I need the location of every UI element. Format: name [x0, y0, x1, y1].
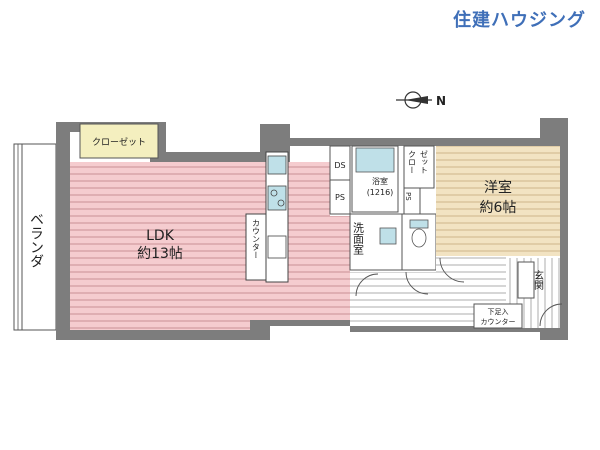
- ps-left-label: PS: [335, 193, 345, 202]
- ds-label: DS: [334, 161, 345, 170]
- shoe-counter-label-a: 下足入: [488, 308, 509, 316]
- ldk-size: 約13帖: [137, 246, 183, 262]
- bath-label: 浴室: [372, 176, 388, 186]
- fridge-icon: [267, 235, 287, 259]
- ldk-name: LDK: [146, 228, 175, 244]
- ldk-room: LDK 約13帖: [70, 162, 350, 330]
- veranda: ベランダ: [13, 143, 57, 331]
- shoe-counter: 下足入 カウンター: [473, 303, 523, 329]
- washbasin-icon: [379, 227, 397, 245]
- shoe-counter-label-b: カウンター: [481, 317, 516, 326]
- counter-label: カウンター: [252, 219, 261, 259]
- wash-room: 洗面室: [349, 213, 403, 271]
- closet-right: クロー ゼット PS: [403, 145, 435, 215]
- brand-logo: 住建ハウジング: [453, 10, 586, 31]
- western-name: 洋室: [484, 179, 512, 196]
- bath-size: (1216): [367, 188, 394, 197]
- ps-right-label: PS: [404, 192, 412, 201]
- closet2-label-b: ゼット: [420, 150, 429, 174]
- closet2-label-a: クロー: [408, 150, 417, 174]
- closet-left: クローゼット: [79, 123, 159, 159]
- compass-icon: N: [396, 91, 446, 109]
- kitchen-counter: カウンター: [245, 151, 289, 283]
- stove-icon: [267, 185, 287, 211]
- bathtub-icon: [355, 147, 395, 173]
- western-size: 約6帖: [480, 200, 517, 216]
- toilet-icon: [411, 228, 427, 248]
- bathroom: 浴室 (1216): [351, 145, 399, 213]
- ds-ps-shafts: DS PS: [329, 145, 351, 215]
- toilet: [401, 213, 437, 271]
- sink-icon: [267, 155, 287, 175]
- western-room: 洋室 約6帖: [436, 146, 560, 256]
- compass-label: N: [436, 94, 446, 108]
- entrance-label: 玄関: [532, 269, 544, 291]
- wash-room-label: 洗面室: [352, 222, 365, 255]
- veranda-label: ベランダ: [28, 212, 44, 268]
- closet-label: クローゼット: [92, 136, 146, 148]
